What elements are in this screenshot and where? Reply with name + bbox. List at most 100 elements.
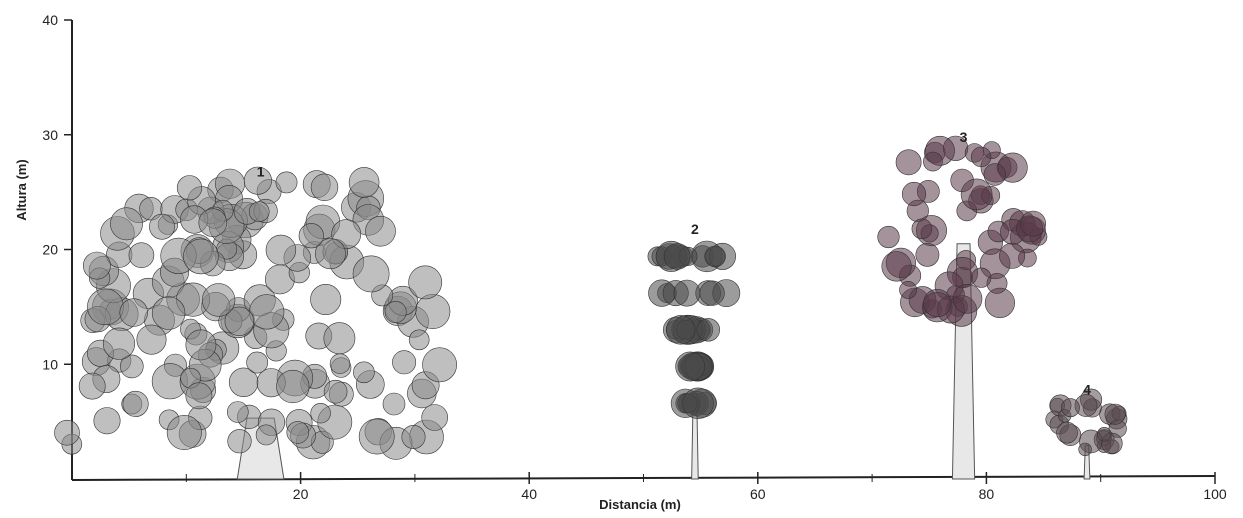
crown-blob	[1056, 421, 1078, 444]
crown-blob	[298, 223, 324, 249]
y-tick-label: 30	[42, 127, 58, 143]
crown-blob	[310, 283, 342, 315]
crown-blob	[185, 382, 213, 410]
crown-blob	[136, 324, 167, 355]
crown-blob	[246, 351, 269, 374]
x-tick-label: 20	[293, 486, 309, 502]
crown-blob	[183, 238, 219, 275]
crown-blob	[83, 251, 111, 280]
crown-blob	[87, 288, 124, 326]
tree-label: 2	[691, 221, 699, 237]
crown-blob	[983, 163, 1006, 186]
crown-blob	[999, 242, 1026, 269]
crown-blob	[120, 354, 144, 379]
tree-4: 4	[1045, 382, 1128, 480]
crown-blob	[329, 353, 351, 374]
crown-blob	[119, 298, 148, 327]
x-tick-label: 40	[521, 486, 537, 502]
crown-blob	[102, 327, 136, 360]
crown-blob	[110, 207, 143, 241]
x-tick-label: 80	[979, 486, 995, 502]
crown-blob	[675, 351, 706, 382]
x-tick-label: 60	[750, 486, 766, 502]
crown-blob	[881, 251, 912, 282]
crown-blob	[276, 369, 310, 404]
crown-blob	[960, 178, 993, 211]
crown-blob	[663, 243, 691, 270]
tree-2: 2	[647, 221, 741, 480]
x-axis-title: Distancia (m)	[599, 497, 681, 512]
y-tick-label: 10	[42, 356, 58, 372]
crown-blob	[248, 201, 270, 222]
crown-blob	[323, 322, 356, 355]
crown-blob	[911, 218, 933, 240]
crown-blob	[151, 296, 186, 330]
crown-blob	[673, 279, 701, 307]
crown-blob	[895, 149, 922, 176]
crown-blob	[78, 372, 106, 400]
crown-blob	[201, 283, 236, 317]
crown-blob	[323, 379, 348, 404]
tree-label: 3	[960, 129, 968, 145]
crown-blob	[422, 347, 458, 383]
crown-blob	[166, 414, 202, 450]
crown-blob	[314, 238, 346, 270]
crown-blob	[365, 215, 396, 247]
crown-blob	[243, 166, 272, 195]
trees: 1 2 3 4	[54, 129, 1128, 480]
crown-blob	[877, 225, 900, 249]
tree-1: 1	[54, 164, 458, 480]
crown-blob	[358, 418, 395, 455]
crown-blob	[1078, 442, 1092, 457]
crown-blob	[923, 151, 943, 172]
crown-blob	[265, 234, 297, 266]
crown-blob	[704, 245, 726, 268]
crown-blob	[286, 421, 310, 444]
crown-blob	[310, 173, 339, 202]
crown-blob	[696, 318, 720, 342]
crown-blob	[901, 181, 927, 207]
y-axis-title: Altura (m)	[14, 159, 29, 220]
crown-blob	[665, 315, 696, 345]
crown-blob	[923, 289, 952, 318]
crown-blob	[1061, 398, 1080, 418]
crown-blob	[310, 403, 331, 424]
tree-label: 4	[1083, 382, 1091, 398]
y-tick-label: 20	[42, 242, 58, 258]
crown-blob	[149, 213, 175, 240]
crown-blob	[93, 407, 121, 435]
crown-blob	[249, 294, 285, 330]
crown-blob	[408, 265, 443, 300]
crown-blob	[176, 175, 203, 201]
crown-blob	[198, 208, 228, 237]
crown-blob	[382, 392, 406, 416]
crown-blob	[122, 390, 149, 417]
crown-blob	[185, 329, 217, 361]
crown-blob	[1096, 427, 1112, 442]
crown-blob	[1020, 210, 1047, 237]
crown-blob	[275, 171, 298, 194]
crown-blob	[227, 401, 249, 423]
crown-blob	[224, 306, 255, 336]
crown-blob	[952, 283, 983, 314]
crown-blob	[899, 280, 918, 299]
crown-blob	[352, 255, 390, 293]
tree-label: 1	[257, 164, 265, 180]
crown-blob	[682, 387, 714, 419]
crown-blob	[415, 293, 451, 329]
crown-blob	[1104, 403, 1126, 425]
crown-blob	[353, 361, 375, 384]
crown-blob	[421, 404, 449, 431]
crown-blob	[408, 329, 430, 351]
crown-blob	[54, 419, 80, 446]
crown-blob	[699, 280, 725, 306]
crown-blob	[970, 146, 992, 168]
crown-blob	[971, 267, 992, 288]
crown-blob	[348, 167, 380, 198]
crown-blob	[392, 350, 417, 375]
tree-3: 3	[877, 129, 1048, 480]
x-tick-label: 100	[1203, 486, 1227, 502]
crown-blob	[915, 242, 940, 267]
